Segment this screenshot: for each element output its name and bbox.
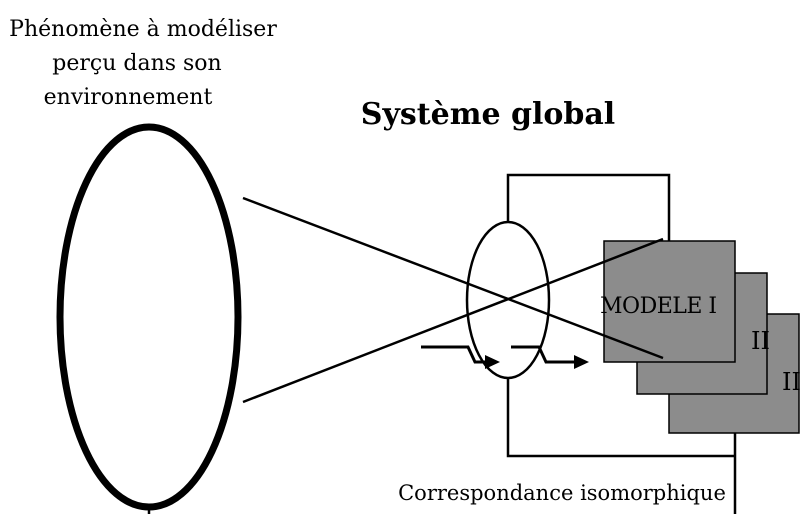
model-one-label: MODELE I xyxy=(600,294,717,319)
correspondence-label: Correspondance isomorphique xyxy=(398,481,726,505)
model-two-label: II xyxy=(751,327,770,355)
projection-line-down xyxy=(242,196,664,360)
phenomenon-ellipse xyxy=(56,123,242,511)
system-title: Système global xyxy=(361,97,615,132)
phenomenon-label-line1: Phénomène à modéliser xyxy=(9,17,277,42)
phenomenon-label-line2: perçu dans son xyxy=(52,51,221,76)
model-three-label: III xyxy=(782,368,802,396)
projection-line-up xyxy=(242,237,664,404)
feedback-loop-bottom xyxy=(506,378,735,458)
flow-arrow-right xyxy=(511,345,589,369)
feedback-loop-top xyxy=(506,173,671,241)
flow-arrow-left xyxy=(421,345,500,369)
phenomenon-label-line3: environnement xyxy=(44,85,213,110)
